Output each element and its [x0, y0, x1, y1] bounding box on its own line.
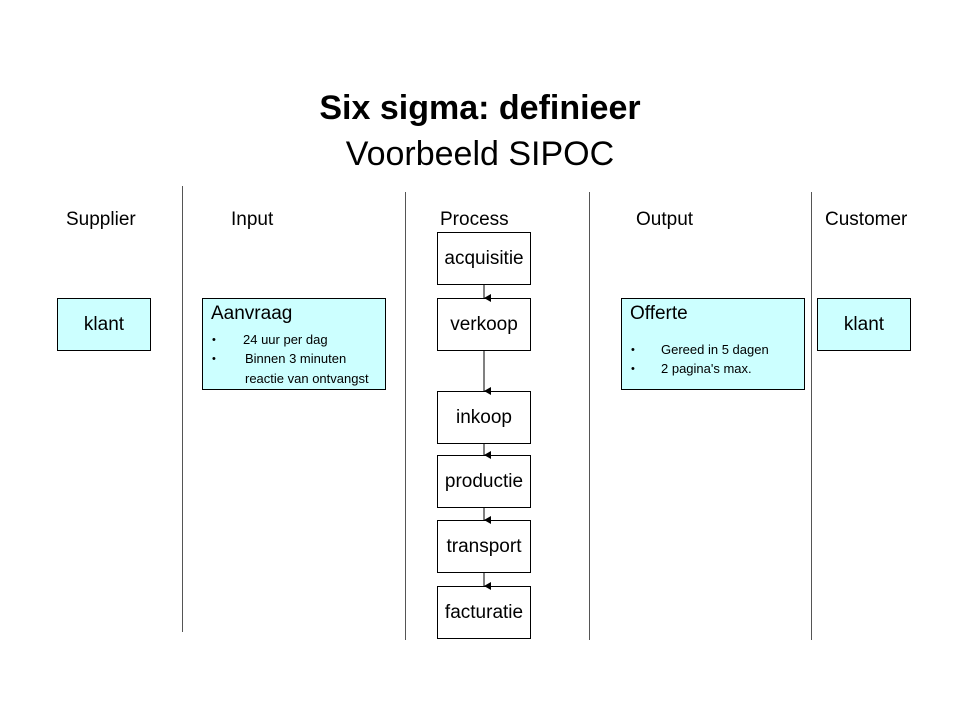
supplier-label: klant [83, 313, 125, 335]
page-title: Six sigma: definieer [319, 89, 641, 127]
output-bullet-marker: • [631, 344, 635, 356]
input-bullet-marker: • [212, 353, 216, 365]
column-header-output: Output [636, 209, 694, 230]
output-bullet-1: Gereed in 5 dagen [661, 342, 769, 357]
customer-label: klant [843, 313, 885, 335]
input-box: Aanvraag • 24 uur per dag • Binnen 3 min… [202, 298, 386, 390]
process-step-verkoop: verkoop [437, 298, 531, 351]
divider-supplier-input [182, 186, 183, 632]
input-bullet-1: 24 uur per dag [243, 332, 328, 347]
column-header-customer: Customer [825, 209, 908, 230]
process-step-label: acquisitie [444, 247, 524, 269]
process-step-label: transport [446, 535, 522, 557]
input-title: Aanvraag [211, 303, 293, 324]
customer-box: klant [817, 298, 911, 351]
input-bullet-3: reactie van ontvangst [245, 371, 369, 386]
divider-input-process [405, 192, 406, 640]
process-step-label: productie [444, 470, 524, 492]
output-box: Offerte • Gereed in 5 dagen • 2 pagina's… [621, 298, 805, 390]
process-step-transport: transport [437, 520, 531, 573]
divider-output-customer [811, 192, 812, 640]
input-bullet-2: Binnen 3 minuten [245, 351, 347, 366]
process-step-acquisitie: acquisitie [437, 232, 531, 285]
process-step-label: facturatie [444, 601, 524, 623]
process-step-facturatie: facturatie [437, 586, 531, 639]
output-title: Offerte [630, 303, 688, 324]
divider-process-output [589, 192, 590, 640]
process-step-label: inkoop [456, 406, 512, 428]
supplier-box: klant [57, 298, 151, 351]
column-header-input: Input [231, 209, 274, 230]
output-bullet-marker: • [631, 363, 635, 375]
process-step-productie: productie [437, 455, 531, 508]
output-bullet-2: 2 pagina's max. [661, 361, 752, 376]
column-header-process: Process [440, 209, 509, 230]
input-bullet-marker: • [212, 334, 216, 346]
page-subtitle: Voorbeeld SIPOC [345, 135, 615, 173]
process-step-label: verkoop [450, 313, 518, 335]
column-header-supplier: Supplier [66, 209, 136, 230]
process-step-inkoop: inkoop [437, 391, 531, 444]
